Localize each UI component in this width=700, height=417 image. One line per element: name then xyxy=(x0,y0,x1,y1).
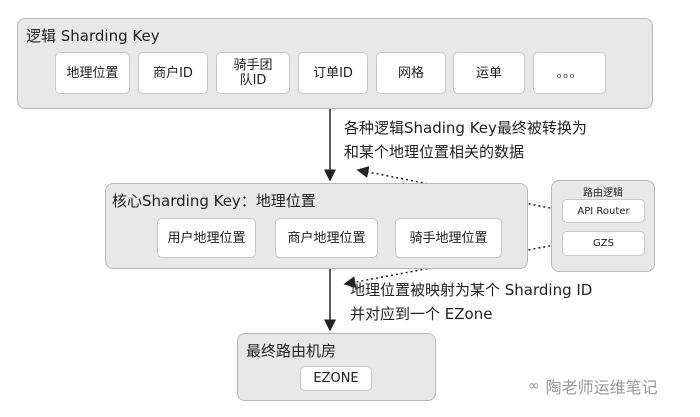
logical-item: 商户ID xyxy=(138,52,208,94)
logical-item: 网格 xyxy=(376,52,446,94)
logical-item: 订单ID xyxy=(298,52,368,94)
routing-item-gzs: GZS xyxy=(562,231,645,256)
wechat-icon: ∞ xyxy=(528,378,540,394)
core-item: 骑手地理位置 xyxy=(395,218,502,258)
routing-item-api-router: API Router xyxy=(562,199,645,223)
routing-title: 路由逻辑 xyxy=(583,188,623,199)
note-mapping: 地理位置被映射为某个 Sharding ID 并对应到一个 EZone xyxy=(350,278,592,326)
watermark-text: 陶老师运维笔记 xyxy=(545,378,658,397)
logical-item: 。。。 xyxy=(533,52,606,94)
note-conversion-line2: 和某个地理位置相关的数据 xyxy=(344,143,525,161)
note-mapping-line1: 地理位置被映射为某个 Sharding ID xyxy=(350,281,593,299)
note-conversion-line1: 各种逻辑Shading Key最终被转换为 xyxy=(344,119,587,137)
routing-logic-box: 路由逻辑 xyxy=(551,180,655,272)
core-item: 商户地理位置 xyxy=(275,218,378,258)
core-item: 用户地理位置 xyxy=(157,218,256,258)
final-item-ezone: EZONE xyxy=(300,366,372,391)
logical-title: 逻辑 Sharding Key xyxy=(26,27,160,45)
note-conversion: 各种逻辑Shading Key最终被转换为 和某个地理位置相关的数据 xyxy=(344,116,587,164)
logical-item: 运单 xyxy=(453,52,525,94)
logical-item: 骑手团队ID xyxy=(216,52,290,94)
final-title: 最终路由机房 xyxy=(246,342,337,360)
dotted-arrow-api-router xyxy=(356,166,561,211)
logical-item: 地理位置 xyxy=(55,52,130,94)
watermark: ∞ 陶老师运维笔记 xyxy=(528,374,658,398)
core-title: 核心Sharding Key：地理位置 xyxy=(112,192,316,210)
note-mapping-line2: 并对应到一个 EZone xyxy=(350,305,493,323)
